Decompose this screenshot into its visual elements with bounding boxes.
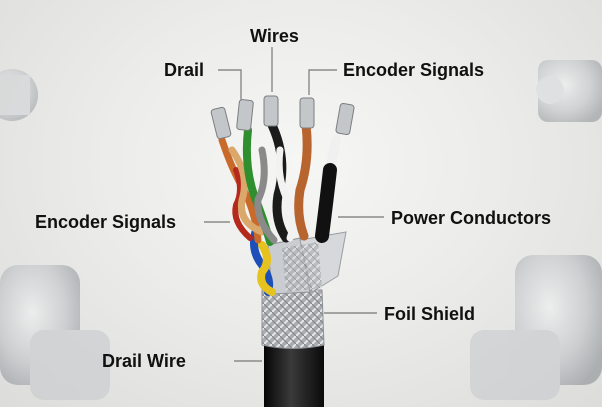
foil-shield-inner	[282, 242, 322, 292]
wire-tan	[228, 146, 266, 236]
label-encoder-signals-left: Encoder Signals	[35, 212, 177, 232]
crimp-terminals	[210, 95, 355, 140]
braided-shield	[261, 289, 325, 349]
background-connector-top-left	[0, 69, 38, 121]
leader-drail	[218, 69, 242, 100]
background-connector-bottom-left	[0, 265, 110, 400]
power-conductor	[315, 163, 337, 243]
label-drail: Drail	[164, 60, 205, 80]
label-foil-shield: Foil Shield	[384, 304, 476, 324]
label-power-conductors: Power Conductors	[391, 208, 552, 228]
leader-lines	[204, 47, 384, 362]
wire-white	[275, 146, 297, 242]
twisted-wires	[218, 120, 341, 296]
label-drail-wire: Drail Wire	[102, 351, 186, 371]
wire-red-left	[232, 167, 253, 241]
wire-gray	[254, 146, 278, 244]
leader-encoder-top	[308, 69, 337, 95]
label-wires: Wires	[250, 26, 299, 46]
background-connector-bottom-right	[470, 255, 602, 400]
wire-black	[267, 120, 291, 243]
cable-jacket	[264, 340, 324, 407]
background-connector-top-right	[536, 60, 602, 122]
wire-yellow	[257, 241, 276, 296]
label-encoder-signals-top: Encoder Signals	[343, 60, 485, 80]
wire-copper	[294, 120, 312, 241]
